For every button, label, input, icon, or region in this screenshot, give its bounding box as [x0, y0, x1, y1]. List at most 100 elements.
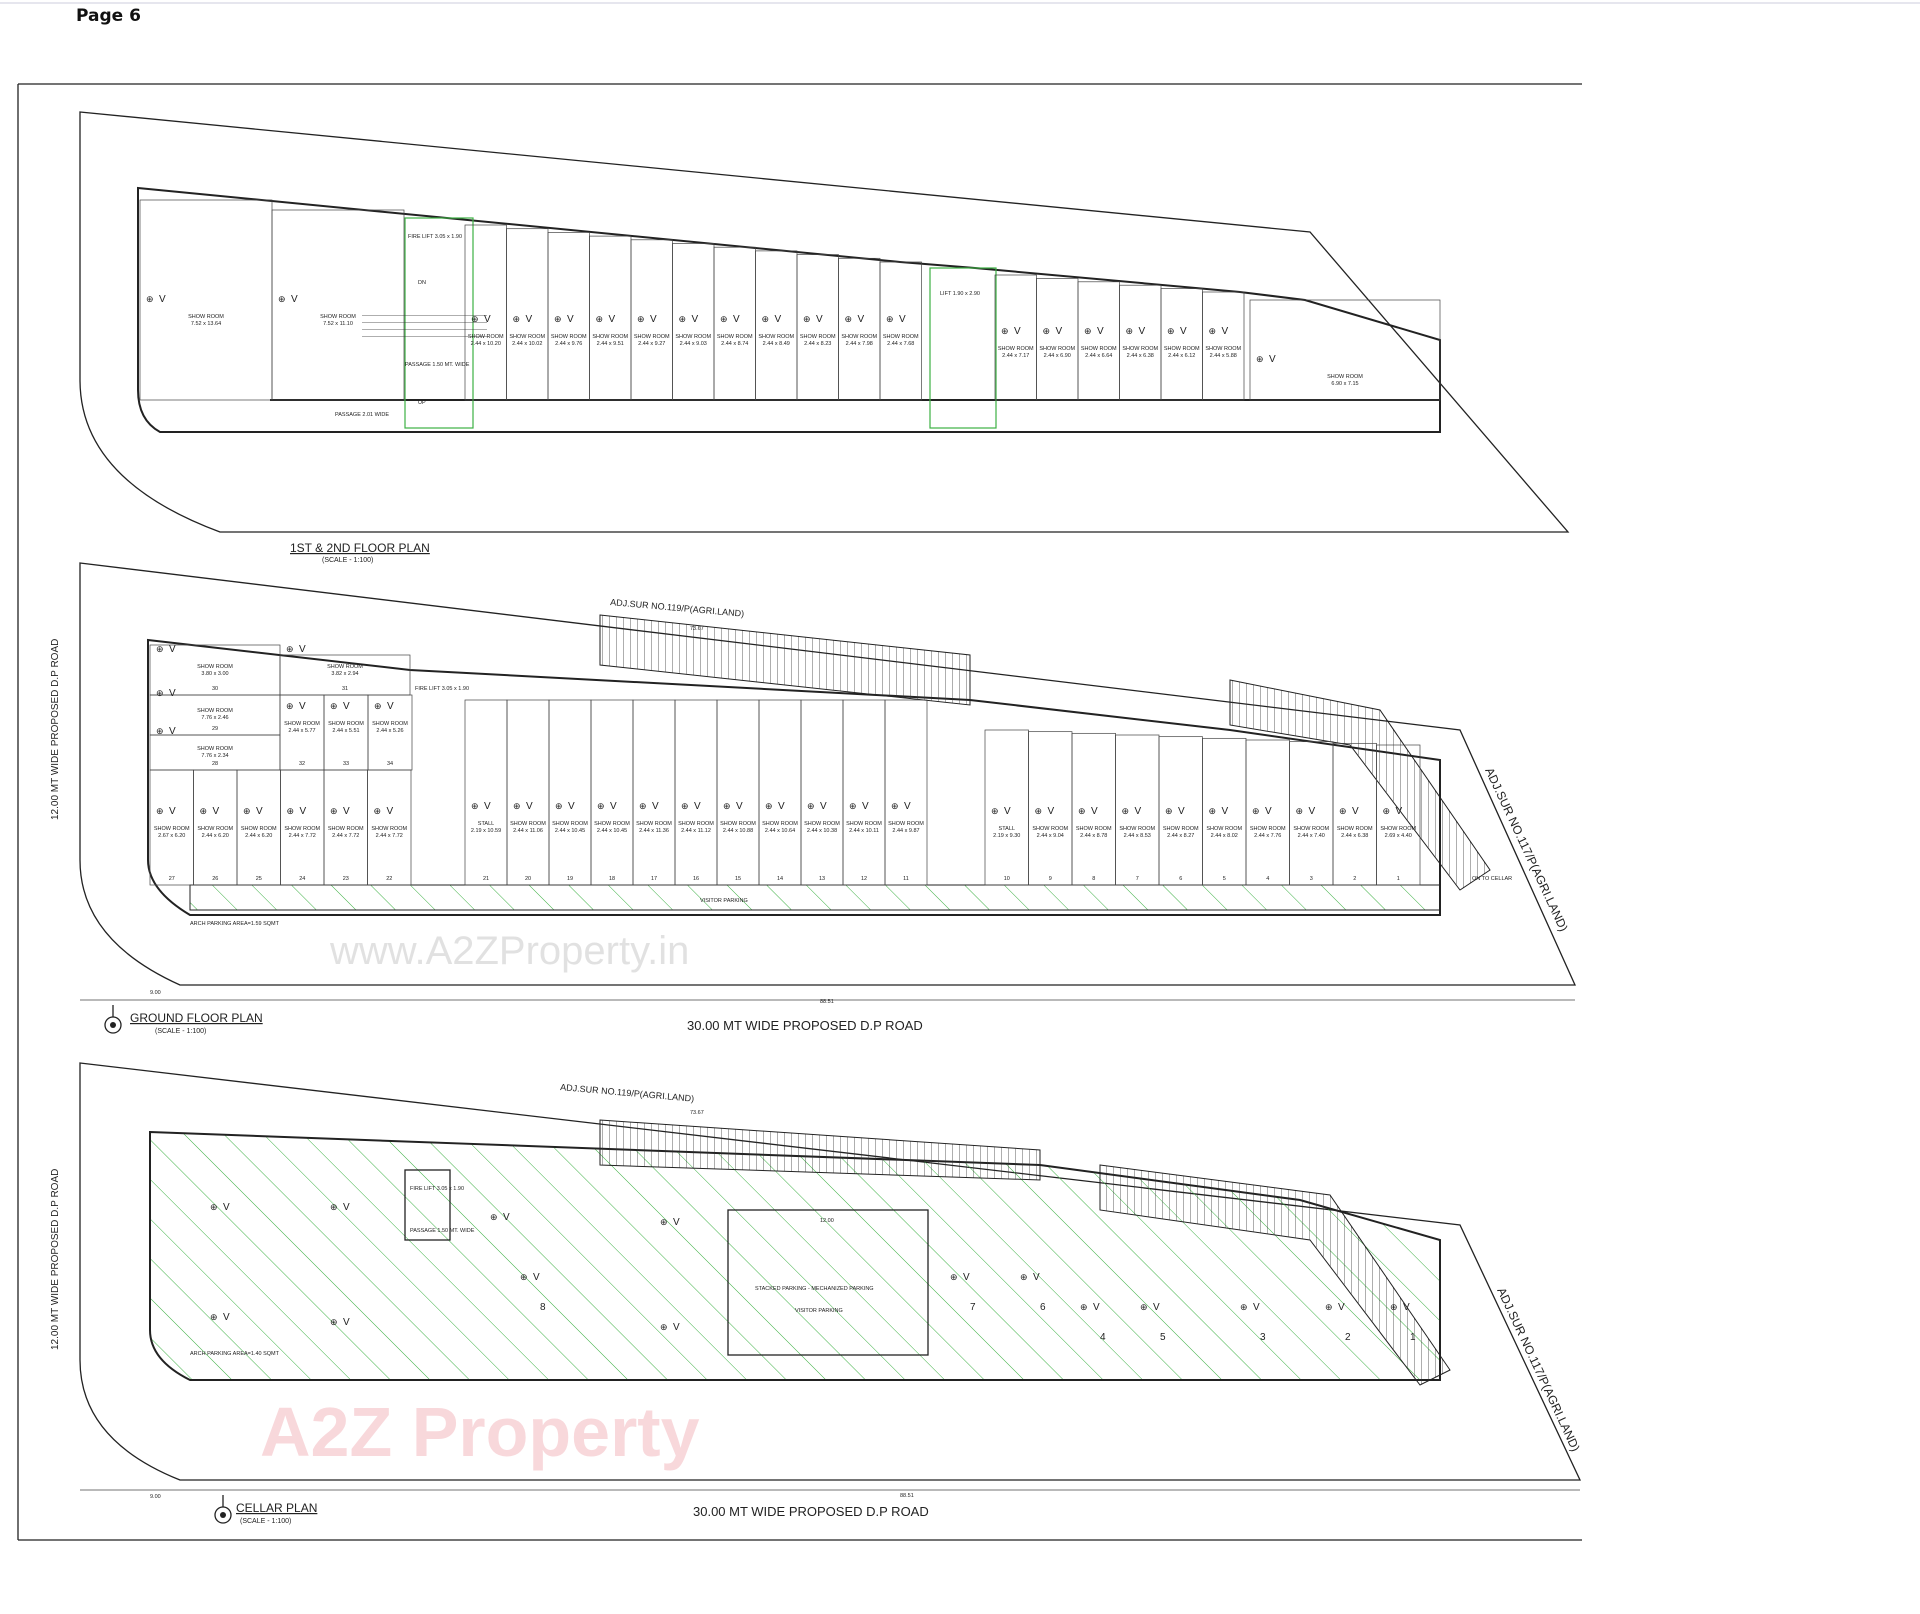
bay-number: 2 [1345, 1332, 1351, 1343]
ramp-to-cellar-upper [599, 614, 971, 706]
sprinkler-icon: V [1048, 806, 1055, 817]
fire-lift-label: FIRE LIFT 3.05 x 1.90 [408, 234, 462, 240]
sprinkler-icon: V [1178, 806, 1185, 817]
smoke-detector-icon: ⊕ [891, 801, 899, 811]
stacked-parking-zone [727, 1209, 929, 1356]
road-bottom-label: 30.00 MT WIDE PROPOSED D.P ROAD [687, 1018, 923, 1033]
room-name: SHOW ROOM [594, 821, 630, 827]
smoke-detector-icon: ⊕ [554, 314, 562, 324]
room-outline [548, 699, 592, 886]
room-outline [884, 699, 928, 886]
room-name: SHOW ROOM [1122, 346, 1158, 352]
room-size: 2.44 x 6.38 [1341, 833, 1368, 839]
adj-right-label: ADJ.SUR NO.117/P(AGRI.LAND) [1494, 1285, 1582, 1453]
fixture-group: ⊕V [330, 1202, 350, 1213]
room-name: SHOW ROOM [592, 334, 628, 340]
room-size: 3.80 x 3.00 [201, 671, 228, 677]
room-number: 23 [343, 876, 349, 882]
room-name: SHOW ROOM [188, 314, 224, 320]
sprinkler-icon: V [775, 314, 782, 325]
room-size: 2.44 x 7.72 [376, 833, 403, 839]
room-size: 2.44 x 7.68 [887, 341, 914, 347]
smoke-detector-icon: ⊕ [330, 1317, 338, 1327]
smoke-detector-icon: ⊕ [1296, 806, 1304, 816]
fire-lift-label: FIRE LIFT 3.05 x 1.90 [410, 1186, 464, 1192]
visitor-parking-label: VISITOR PARKING [795, 1308, 843, 1314]
room-name: SHOW ROOM [327, 664, 363, 670]
sprinkler-icon: V [1309, 806, 1316, 817]
lift-label: LIFT 1.90 x 2.90 [940, 291, 980, 297]
smoke-detector-icon: ⊕ [490, 1212, 498, 1222]
smoke-detector-icon: ⊕ [513, 801, 521, 811]
sprinkler-icon: V [1091, 806, 1098, 817]
room-number: 20 [525, 876, 531, 882]
room-name: SHOW ROOM [634, 334, 670, 340]
fire-lift-core [404, 1169, 451, 1241]
smoke-detector-icon: ⊕ [1252, 806, 1260, 816]
ramp-cellar-label: ON TO CELLAR [1472, 876, 1512, 882]
room-outline [994, 274, 1037, 401]
road-left-label: 12.00 MT WIDE PROPOSED D.P ROAD [50, 1169, 61, 1350]
site-boundary [79, 562, 1577, 986]
room-outline [1202, 291, 1245, 401]
smoke-detector-icon: ⊕ [765, 801, 773, 811]
room-size: 2.44 x 10.88 [723, 828, 753, 834]
room-size: 2.44 x 9.03 [680, 341, 707, 347]
room-size: 6.90 x 7.15 [1331, 381, 1358, 387]
sprinkler-icon: V [820, 801, 827, 812]
smoke-detector-icon: ⊕ [803, 314, 811, 324]
stacked-parking-label: STACKED PARKING - MECHANIZED PARKING [755, 1286, 874, 1292]
room-name: SHOW ROOM [328, 826, 364, 832]
smoke-detector-icon: ⊕ [849, 801, 857, 811]
sprinkler-icon: V [169, 644, 176, 655]
sprinkler-icon: V [1135, 806, 1142, 817]
room-name: SHOW ROOM [328, 721, 364, 727]
sprinkler-icon: V [1253, 1302, 1260, 1313]
sprinkler-icon: V [223, 1312, 230, 1323]
sprinkler-icon: V [652, 801, 659, 812]
north-arrow-icon [104, 1005, 122, 1034]
room-name: SHOW ROOM [284, 826, 320, 832]
room-name: SHOW ROOM [468, 334, 504, 340]
room-number: 9 [1049, 876, 1052, 882]
sprinkler-icon: V [778, 801, 785, 812]
room-number: 5 [1223, 876, 1226, 882]
plan-scale: (SCALE - 1:100) [240, 1518, 291, 1525]
room-name: SHOW ROOM [1337, 826, 1373, 832]
sprinkler-icon: V [610, 801, 617, 812]
room-name: SHOW ROOM [883, 334, 919, 340]
smoke-detector-icon: ⊕ [681, 801, 689, 811]
sprinkler-icon: V [673, 1217, 680, 1228]
sprinkler-icon: V [526, 801, 533, 812]
parking-bay: 7⊕V [950, 1272, 976, 1313]
room-number: 2 [1353, 876, 1356, 882]
smoke-detector-icon: ⊕ [156, 726, 164, 736]
dim-bottom-label: 88.51 [900, 1493, 914, 1499]
room-size: 2.44 x 7.72 [289, 833, 316, 839]
room-number: 14 [777, 876, 783, 882]
up-label: UP [418, 400, 426, 406]
sprinkler-icon: V [299, 644, 306, 655]
sprinkler-icon: V [736, 801, 743, 812]
sprinkler-icon: V [300, 806, 307, 817]
room-size: 7.52 x 13.64 [191, 321, 221, 327]
sprinkler-icon: V [343, 806, 350, 817]
room-size: 2.44 x 5.88 [1210, 353, 1237, 359]
room-number: 25 [256, 876, 262, 882]
smoke-detector-icon: ⊕ [243, 806, 251, 816]
passage-front-label: PASSAGE 2.01 WIDE [335, 412, 389, 418]
smoke-detector-icon: ⊕ [156, 688, 164, 698]
parking-bay: 5⊕V [1140, 1302, 1166, 1343]
room-size: 2.44 x 6.38 [1127, 353, 1154, 359]
room-size: 2.44 x 11.36 [639, 828, 669, 834]
sprinkler-icon: V [526, 314, 533, 325]
